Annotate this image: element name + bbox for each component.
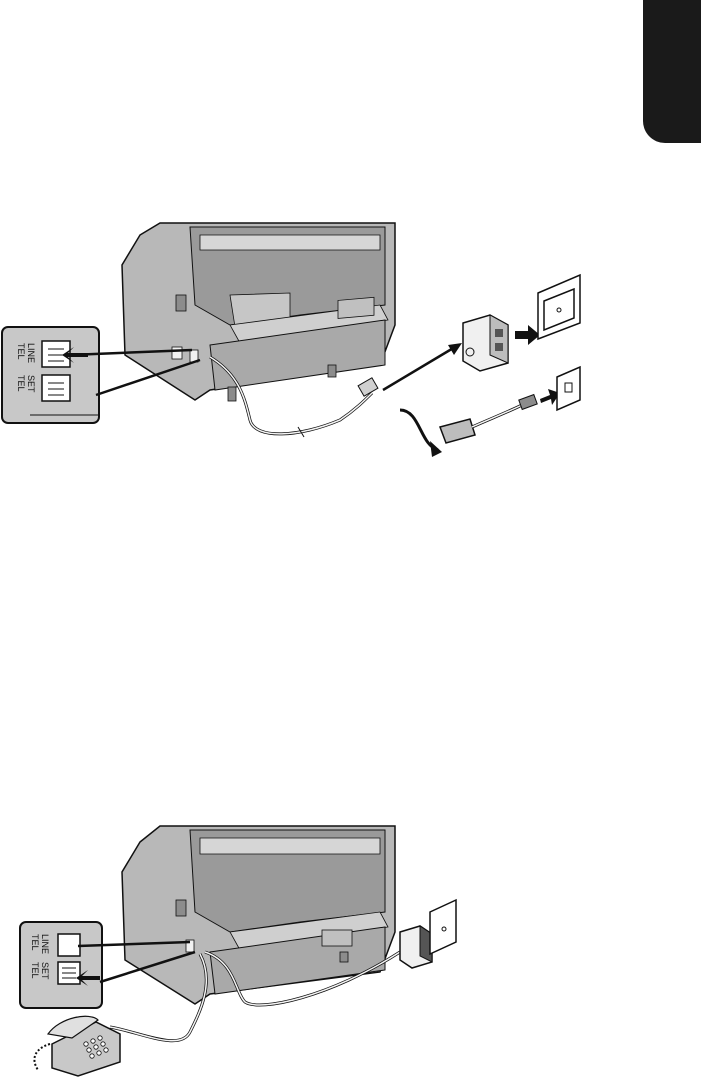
fax-machine-rear [122, 223, 395, 401]
wall-adapter [463, 315, 508, 371]
modular-plug-cable [440, 395, 537, 443]
connection-illustration-telephone: TEL LINE TEL SET [0, 812, 701, 1078]
port-inset: TEL LINE TEL SET [20, 922, 102, 1008]
tel-set-label-1: TEL [30, 962, 40, 979]
connection-illustration-line: TEL LINE TEL SET [0, 205, 701, 465]
phone-jack [557, 367, 580, 410]
tel-line-label-2: LINE [40, 934, 50, 954]
tel-line-label-1: TEL [16, 343, 26, 360]
port-inset: TEL LINE TEL SET [2, 327, 99, 423]
tel-line-label-1: TEL [30, 934, 40, 951]
tel-line-label-2: LINE [26, 343, 36, 363]
section-tab-marker [643, 0, 701, 143]
tel-set-label-2: SET [26, 375, 36, 393]
wall-adapter [400, 900, 456, 968]
telephone [34, 1016, 120, 1076]
tel-set-label-1: TEL [16, 375, 26, 392]
tel-set-label-2: SET [40, 962, 50, 980]
wall-socket [538, 275, 580, 339]
